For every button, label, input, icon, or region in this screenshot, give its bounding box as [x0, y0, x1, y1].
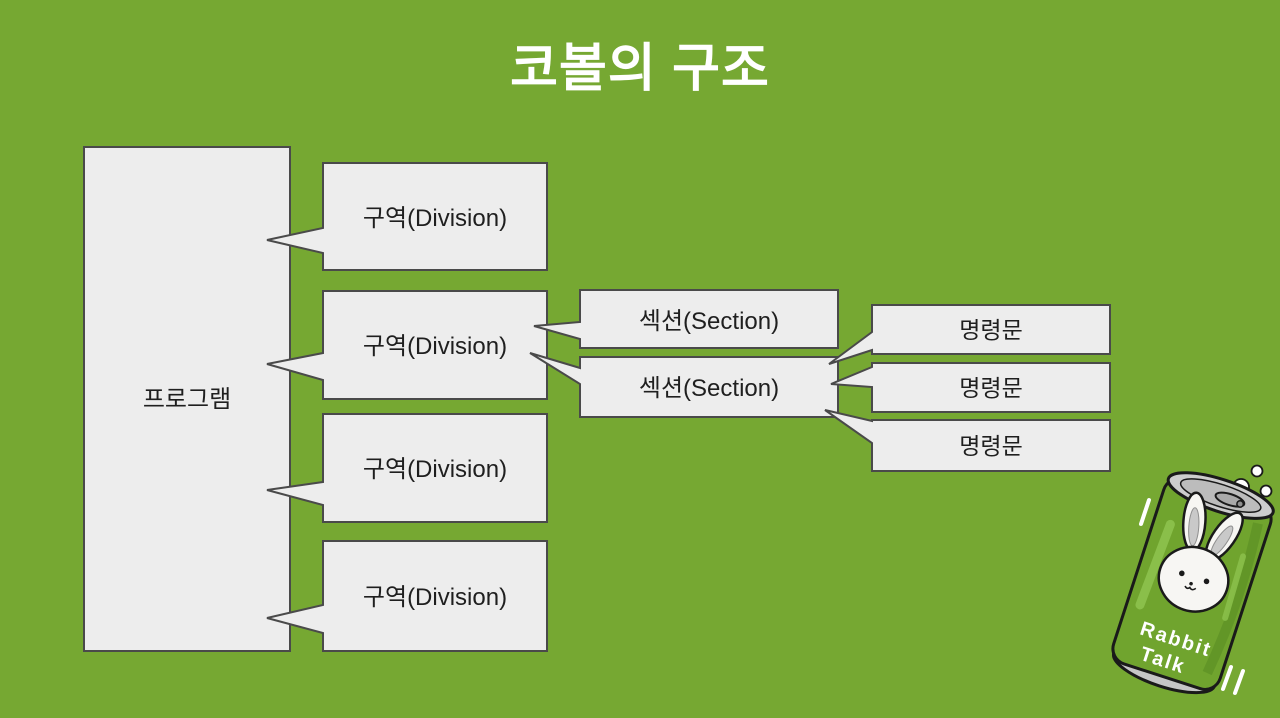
statement-callout-1 — [828, 304, 1111, 365]
rabbit-icon — [1157, 491, 1244, 613]
statement-callout-3 — [824, 409, 1111, 472]
division-label-2: 구역(Division) — [363, 333, 507, 360]
division-callout-1 — [266, 162, 548, 271]
division-label-4: 구역(Division) — [363, 584, 507, 611]
statement-callout-2 — [830, 362, 1111, 413]
division-label-1: 구역(Division) — [363, 205, 507, 232]
section-callout-2 — [529, 352, 839, 418]
statement-label-1: 명령문 — [959, 317, 1022, 343]
statement-label-2: 명령문 — [959, 375, 1022, 401]
section-label-2: 섹션(Section) — [639, 375, 779, 402]
program-label: 프로그램 — [143, 386, 231, 413]
division-callout-4 — [266, 540, 548, 652]
section-callout-1 — [533, 289, 839, 349]
division-callout-3 — [266, 413, 548, 523]
rabbit-talk-logo: Rabbit Talk — [1111, 464, 1275, 695]
section-label-1: 섹션(Section) — [639, 308, 779, 335]
can-lid — [1166, 471, 1275, 520]
soda-can-icon: Rabbit Talk — [1111, 471, 1275, 695]
division-callout-2 — [266, 290, 548, 400]
division-label-3: 구역(Division) — [363, 456, 507, 483]
program-box — [83, 146, 291, 652]
page-title: 코볼의 구조 — [510, 40, 770, 98]
statement-label-3: 명령문 — [959, 433, 1022, 459]
